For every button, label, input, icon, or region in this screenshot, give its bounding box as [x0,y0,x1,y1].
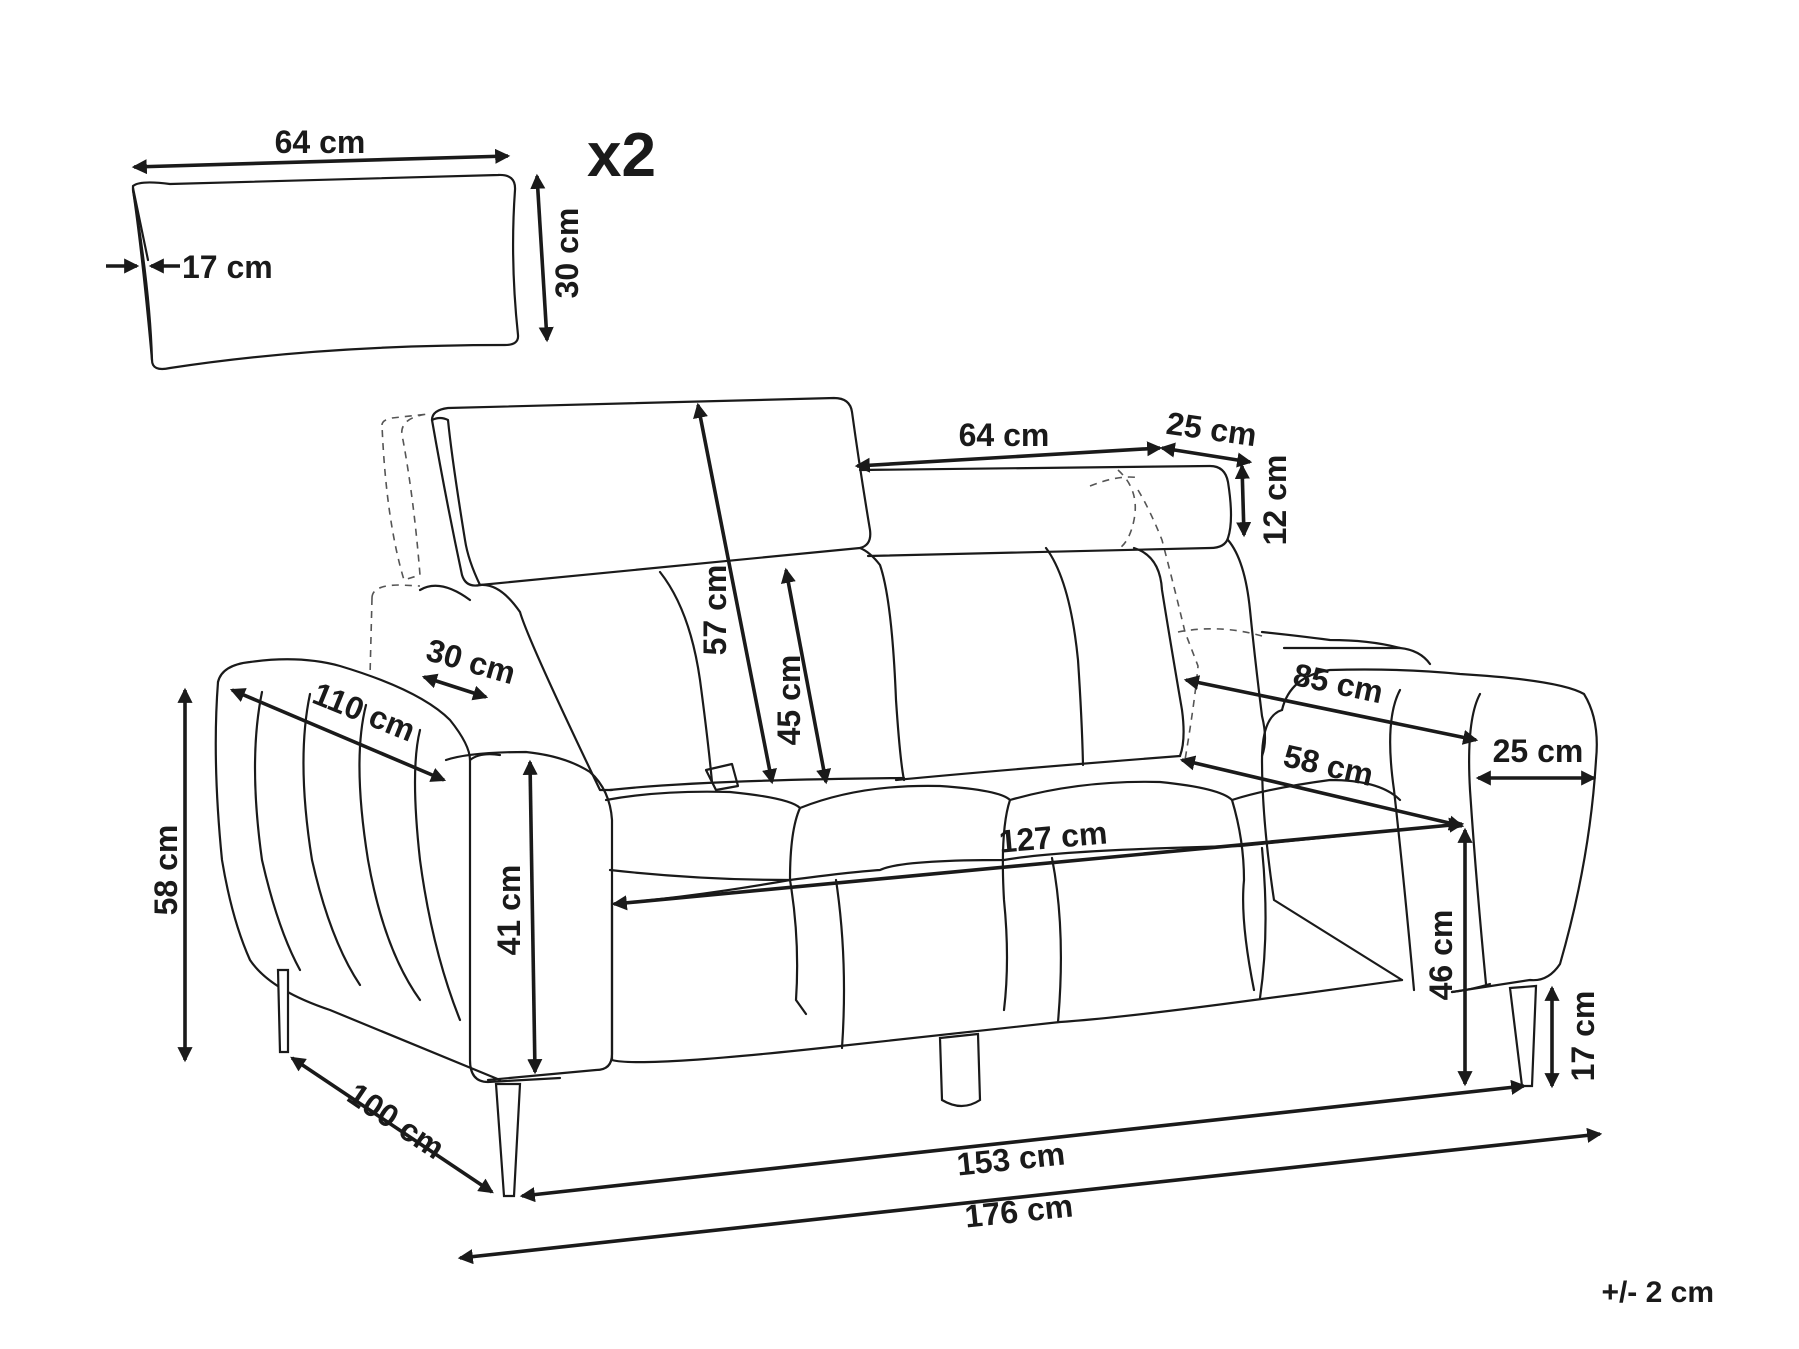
armrest-depth-arrow [229,688,447,782]
seat-width-arrow [611,817,1465,911]
armrest-width-arrow [421,673,489,701]
width-between-legs-label: 153 cm [955,1135,1067,1182]
armrest-height-label: 41 cm [491,865,527,956]
backrest-height-arrow [693,402,777,785]
cushion-width-label: 64 cm [275,124,366,160]
headrest-thickness-arrow [1234,463,1252,538]
seat-depth-label: 85 cm [1290,656,1386,710]
backrest-height-label: 57 cm [697,565,733,656]
armrest-height-arrow [522,759,543,1075]
cushion-height-label: 30 cm [549,208,585,299]
headrest-width-label: 64 cm [959,417,1050,453]
arm-width-right-label: 25 cm [1493,733,1584,769]
cushion-drawing [131,173,520,371]
seat-depth-arrow [1183,675,1479,745]
leg-height-label: 17 cm [1565,991,1601,1082]
back-height-label: 45 cm [771,655,807,746]
sofa-drawing [214,396,1598,1084]
headrest-extension-arrow [1159,442,1253,468]
cushion-quantity-label: x2 [587,121,656,190]
armrest-depth-label: 110 cm [308,675,420,748]
back-height-arrow [780,567,832,785]
cushion-depth-label: 17 cm [182,249,273,285]
headrest-extension-label: 25 cm [1164,405,1259,453]
total-width-arrow [457,1127,1603,1265]
headrest-width-arrow [854,441,1163,473]
cushion-height-arrow [530,173,554,343]
seat-inner-depth-arrow [1179,755,1465,831]
cushion-width-arrow [131,148,511,175]
headrest-thickness-label: 12 cm [1257,455,1293,546]
tolerance-note: +/- 2 cm [1601,1276,1714,1309]
seat-height-label: 46 cm [1423,910,1459,1001]
total-width-label: 176 cm [963,1187,1075,1234]
total-height-label: 58 cm [148,825,184,916]
seat-width-label: 127 cm [997,814,1108,859]
total-depth-label: 100 cm [341,1076,451,1167]
